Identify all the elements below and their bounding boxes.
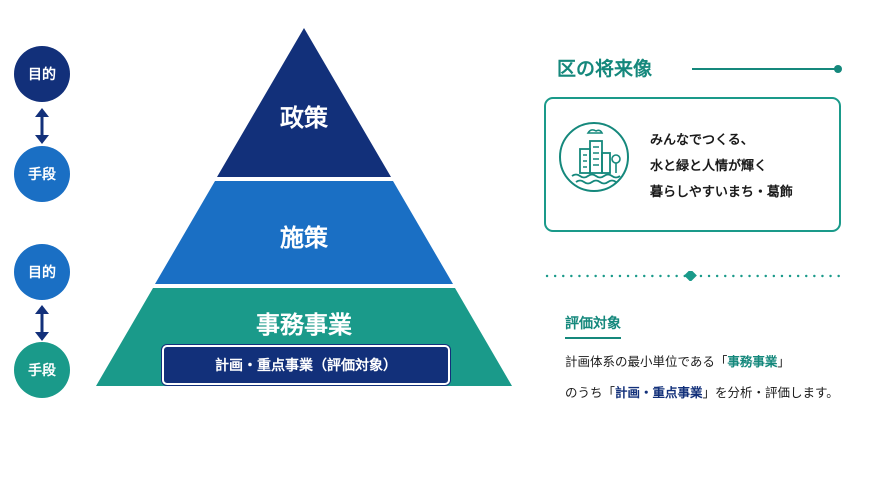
vision-card	[544, 97, 841, 232]
purpose-label-2: 目的	[28, 265, 56, 281]
evaluation-target-tag: 計画・重点事業（評価対象）	[162, 345, 450, 385]
pyramid-label-middle: 施策	[280, 224, 328, 252]
vision-title: 区の将来像	[557, 58, 653, 80]
dotted-divider	[545, 271, 843, 281]
evaluation-desc-1-highlight: 事務事業	[727, 354, 778, 369]
vision-line-2: 水と緑と人情が輝く	[650, 159, 768, 174]
evaluation-desc-line-1: 計画体系の最小単位である「事務事業」	[565, 351, 790, 370]
purpose-label-1: 目的	[28, 67, 56, 83]
evaluation-desc-2-pre: のうち「	[565, 385, 616, 400]
purpose-circle-1: 目的	[14, 46, 70, 102]
city-icon	[559, 122, 629, 192]
vision-statement: みんなでつくる、 水と緑と人情が輝く 暮らしやすいまち・葛飾	[650, 128, 793, 206]
vision-title-dot	[834, 65, 842, 73]
pyramid-diagram	[96, 28, 512, 386]
evaluation-desc-line-2: のうち「計画・重点事業」を分析・評価します。	[565, 382, 839, 401]
vision-line-1: みんなでつくる、	[650, 133, 754, 148]
pyramid-label-top: 政策	[280, 104, 328, 132]
evaluation-title: 評価対象	[565, 313, 621, 339]
evaluation-desc-2-post: 」を分析・評価します。	[702, 385, 839, 400]
means-circle-1: 手段	[14, 146, 70, 202]
pyramid-tier-middle	[155, 181, 453, 284]
means-label-2: 手段	[28, 363, 56, 379]
means-label-1: 手段	[28, 167, 56, 183]
evaluation-desc-1-post: 」	[777, 354, 790, 369]
evaluation-desc-1-pre: 計画体系の最小単位である「	[565, 354, 728, 369]
vision-line-3: 暮らしやすいまち・葛飾	[650, 185, 793, 200]
evaluation-target-tag-label: 計画・重点事業（評価対象）	[215, 358, 397, 374]
evaluation-desc-2-highlight: 計画・重点事業	[615, 385, 703, 400]
purpose-circle-2: 目的	[14, 244, 70, 300]
pyramid-label-bottom: 事務事業	[256, 311, 352, 339]
diamond-icon	[684, 271, 697, 281]
double-arrow-icon-2	[35, 305, 49, 341]
means-circle-2: 手段	[14, 342, 70, 398]
pyramid-tier-top	[217, 28, 391, 177]
double-arrow-icon-1	[35, 108, 49, 144]
vision-title-rule	[692, 68, 838, 70]
